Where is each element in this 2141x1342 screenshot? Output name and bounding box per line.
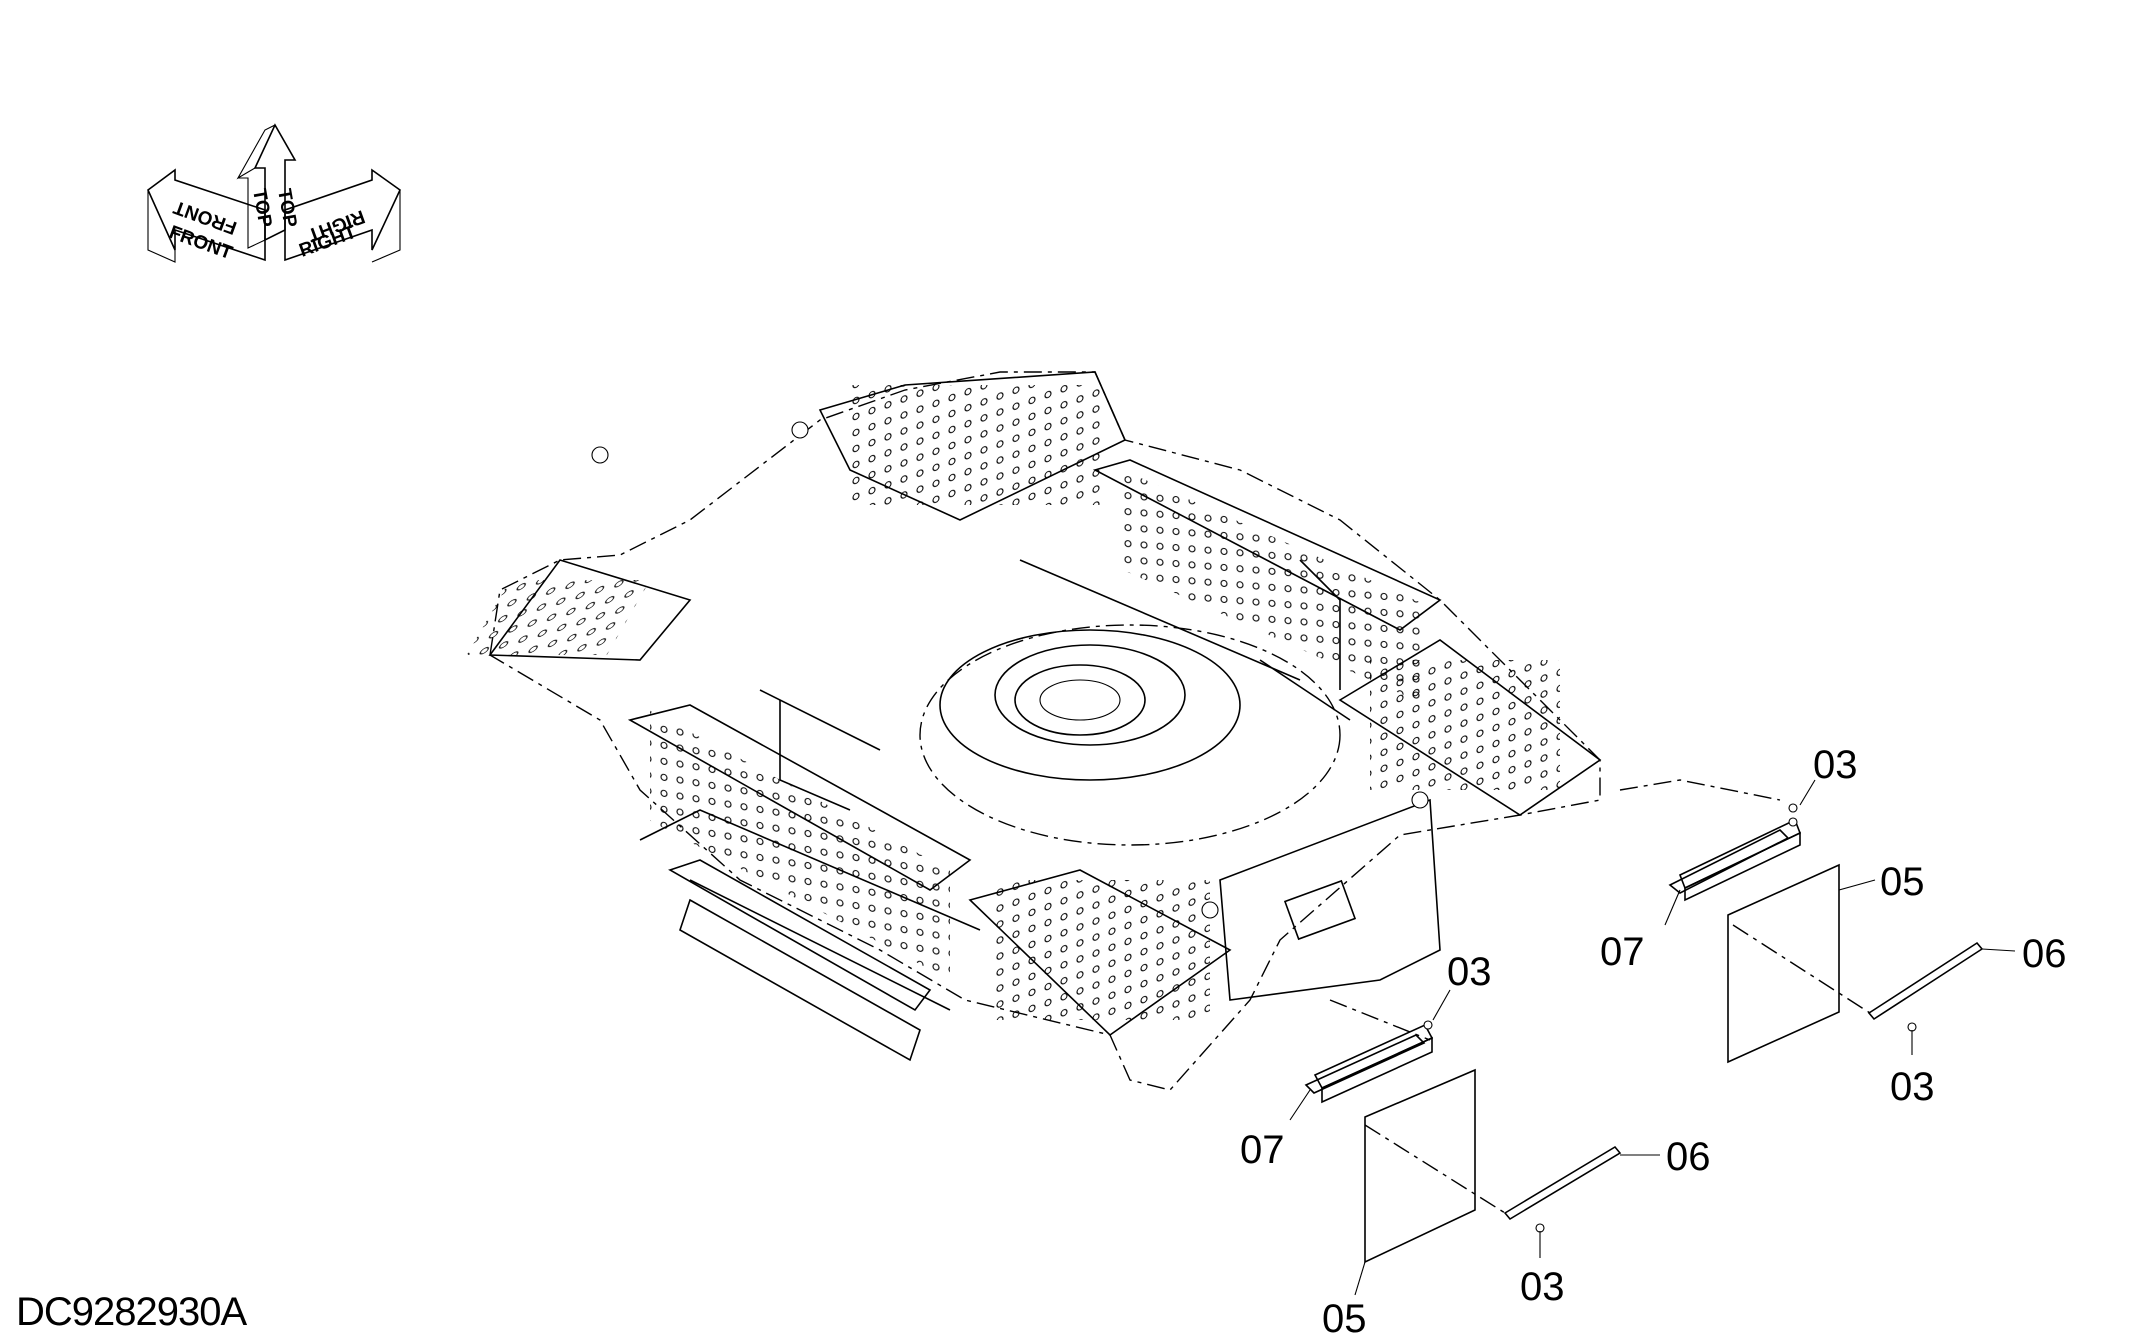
mud-flap-assembly-right — [1619, 779, 1984, 1064]
callout-labels: 03 05 07 06 03 03 07 06 03 05 — [1240, 743, 2067, 1341]
callout-03-upper-left: 03 — [1447, 950, 1492, 994]
plate-strip-right — [1867, 941, 1984, 1021]
callout-06-upper-right: 06 — [2022, 932, 2067, 976]
callout-06-lower: 06 — [1666, 1135, 1711, 1179]
plate-strip-left — [1503, 1145, 1622, 1221]
callout-05-upper-right: 05 — [1880, 860, 1925, 904]
upper-frame-assembly — [466, 371, 1602, 1091]
mud-flap-right — [1727, 863, 1840, 1064]
mud-flap-assembly-left — [1304, 999, 1622, 1264]
callout-03-lower: 03 — [1520, 1265, 1565, 1309]
drawing-id: DC9282930A — [16, 1290, 247, 1334]
mud-flap-left — [1364, 1068, 1476, 1264]
callout-03-upper-right: 03 — [1813, 743, 1858, 787]
top-mirror-label: TOP — [273, 187, 300, 229]
callout-07-lower-left: 07 — [1240, 1128, 1285, 1172]
orientation-arrow-icon: FRONT FRONT TOP TOP RIGHT RIGHT — [147, 123, 402, 264]
callout-07-upper-right: 07 — [1600, 930, 1645, 974]
callout-05-lower: 05 — [1322, 1297, 1367, 1341]
leader-lines — [1289, 779, 2016, 1296]
callout-03-mid-right: 03 — [1890, 1065, 1935, 1109]
top-label: TOP — [248, 187, 275, 229]
